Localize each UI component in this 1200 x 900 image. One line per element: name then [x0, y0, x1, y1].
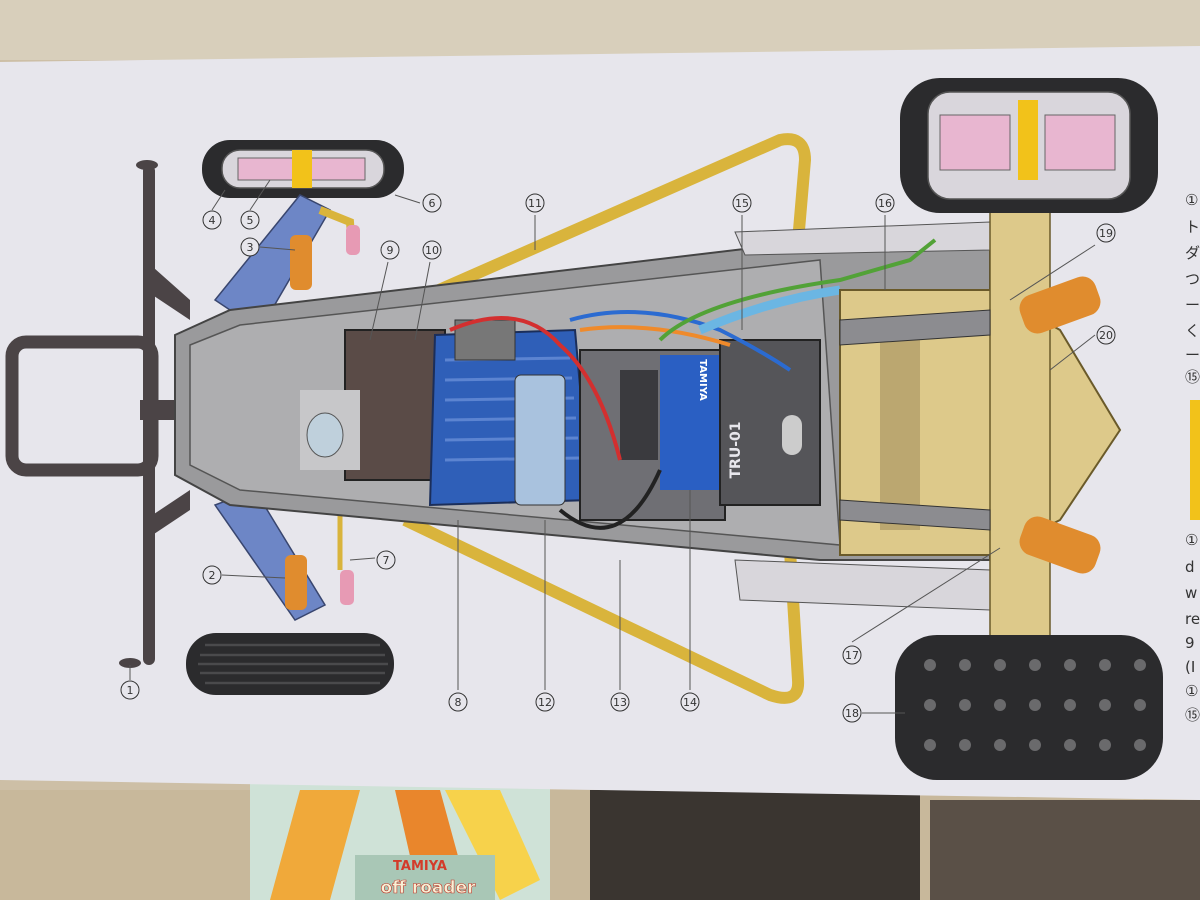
- callout-14: 14: [680, 692, 700, 712]
- svg-text:19: 19: [1099, 227, 1113, 240]
- svg-text:5: 5: [247, 214, 254, 227]
- callout-6: 6: [422, 193, 442, 213]
- callout-15: 15: [732, 193, 752, 213]
- roll-cage: [402, 133, 811, 704]
- side-text-13: (I: [1185, 658, 1195, 676]
- side-text-1: ト: [1185, 218, 1200, 236]
- svg-text:18: 18: [845, 707, 859, 720]
- svg-text:15: 15: [735, 197, 749, 210]
- receiver-text: TRU-01: [728, 422, 744, 479]
- callout-9: 9: [380, 240, 400, 260]
- callout-1: 1: [120, 680, 140, 700]
- side-text-7: ⑮: [1185, 368, 1200, 386]
- side-text-3: つ: [1185, 270, 1200, 288]
- svg-text:20: 20: [1099, 329, 1113, 342]
- esc-brand-text: TAMIYA: [697, 359, 708, 401]
- svg-text:16: 16: [878, 197, 892, 210]
- callout-7: 7: [376, 550, 396, 570]
- svg-text:4: 4: [209, 214, 216, 227]
- callout-19: 19: [1096, 223, 1116, 243]
- side-text-12: 9: [1185, 634, 1195, 652]
- side-yellow-tab: [1190, 400, 1200, 520]
- callout-20: 20: [1096, 325, 1116, 345]
- rear-wheel-top: [900, 78, 1158, 213]
- svg-text:11: 11: [528, 197, 542, 210]
- svg-text:17: 17: [845, 649, 859, 662]
- front-bumper: [5, 160, 200, 668]
- callout-16: 16: [875, 193, 895, 213]
- svg-text:6: 6: [429, 197, 436, 210]
- svg-text:7: 7: [383, 554, 390, 567]
- svg-text:8: 8: [455, 696, 462, 709]
- side-text-6: ー: [1185, 346, 1200, 364]
- side-text-4: ー: [1185, 296, 1200, 314]
- callout-numbers: 1 2 3 4 5 6 7 8 9 10 11 12 13 14 15 16 1…: [120, 193, 1116, 723]
- callout-17: 17: [842, 645, 862, 665]
- side-text-10: w: [1185, 584, 1197, 602]
- callout-10: 10: [422, 240, 442, 260]
- steering-servo: [300, 329, 446, 481]
- wiring-harness: [449, 238, 937, 530]
- side-text-2: ダ: [1185, 244, 1200, 262]
- sticker-brand-text: TAMIYA: [393, 859, 447, 874]
- side-text-9: d: [1185, 558, 1195, 576]
- svg-text:3: 3: [247, 241, 254, 254]
- svg-text:14: 14: [683, 696, 697, 709]
- svg-text:1: 1: [127, 684, 134, 697]
- svg-text:13: 13: [613, 696, 627, 709]
- decal-sticker-sheet: TAMIYA off roader: [250, 782, 550, 900]
- front-wheel-top: [202, 140, 404, 198]
- callout-4: 4: [202, 210, 222, 230]
- dark-box-right: [930, 800, 1200, 900]
- callout-11: 11: [525, 193, 545, 213]
- battery-pack: [428, 319, 592, 507]
- svg-text:9: 9: [387, 244, 394, 257]
- callout-leaders: [129, 179, 1096, 714]
- sticker-model-text: off roader: [381, 878, 477, 898]
- callout-13: 13: [610, 692, 630, 712]
- side-text-14: ①: [1185, 682, 1198, 700]
- rear-suspension: [839, 276, 1101, 574]
- callout-18: 18: [842, 703, 862, 723]
- svg-text:10: 10: [425, 244, 439, 257]
- front-wheel-bottom: [186, 633, 394, 695]
- callout-5: 5: [240, 210, 260, 230]
- rear-wheel-bottom: [895, 635, 1163, 780]
- callout-8: 8: [448, 692, 468, 712]
- dark-box-corner: [590, 790, 920, 900]
- side-text-5: く: [1185, 322, 1200, 340]
- receiver-unit: TRU-01: [719, 339, 821, 506]
- svg-text:2: 2: [209, 569, 216, 582]
- callout-3: 3: [240, 237, 260, 257]
- callout-12: 12: [535, 692, 555, 712]
- side-text-column: ① ト ダ つ ー く ー ⑮ ① d w re 9 (I ① ⑮: [1185, 191, 1200, 724]
- speed-controller: TAMIYA: [579, 349, 726, 521]
- side-text-8: ①: [1185, 531, 1198, 549]
- svg-text:12: 12: [538, 696, 552, 709]
- side-text-0: ①: [1185, 191, 1198, 209]
- side-text-15: ⑮: [1185, 706, 1200, 724]
- callout-2: 2: [202, 565, 222, 585]
- side-text-11: re: [1185, 610, 1200, 628]
- rear-gearbox: [839, 189, 1122, 641]
